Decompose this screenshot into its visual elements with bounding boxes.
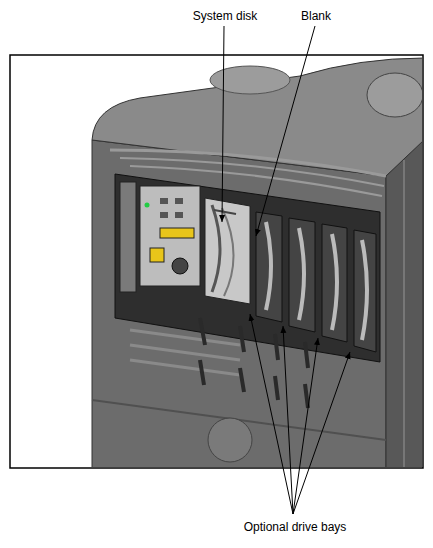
callout-label: System disk [193,9,258,23]
leader-line [283,326,293,514]
callout-label: Blank [301,9,331,23]
leader-line [250,314,293,514]
leader-line [293,338,318,514]
leader-line [293,352,350,514]
leader-line [256,26,315,236]
leader-line [222,26,224,222]
callout-label: Optional drive bays [244,520,347,534]
